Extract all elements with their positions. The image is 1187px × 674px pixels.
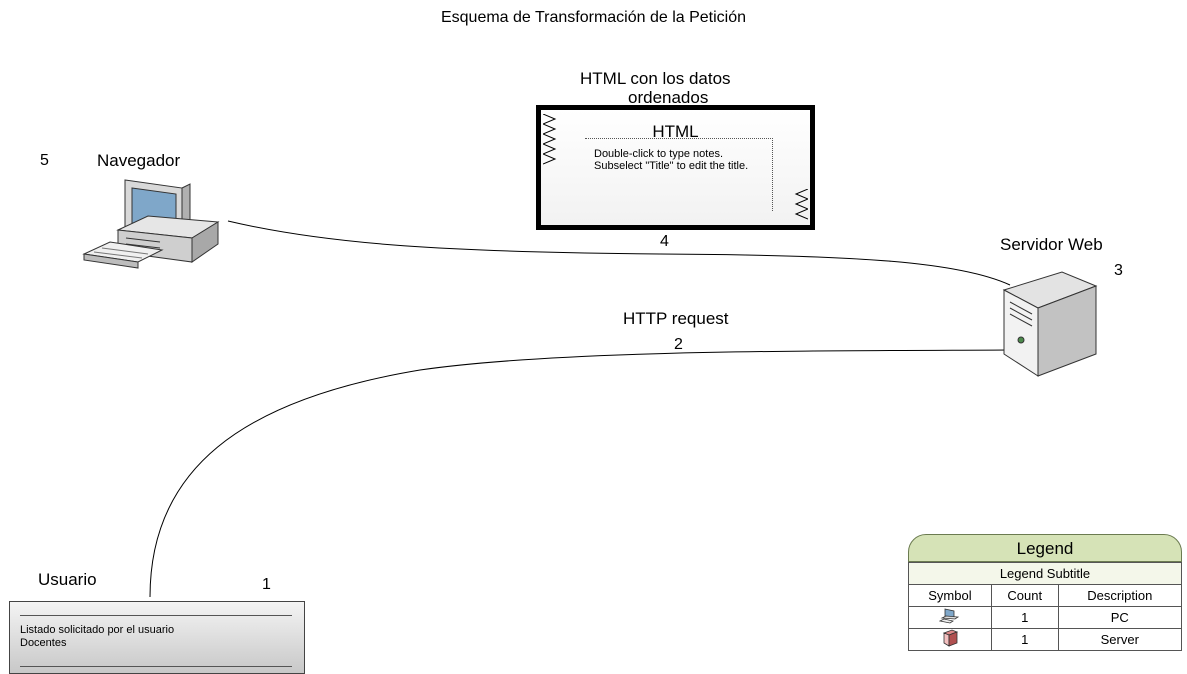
html-document-shape[interactable]: HTML Double-click to type notes. Subsele… bbox=[536, 105, 815, 230]
user-note-line2: Docentes bbox=[20, 637, 67, 649]
diagram-title: Esquema de Transformación de la Petición bbox=[440, 9, 747, 26]
html-doc-notes[interactable]: Double-click to type notes. Subselect "T… bbox=[585, 138, 773, 211]
pc-icon bbox=[938, 608, 960, 624]
legend[interactable]: Legend Legend Subtitle Symbol Count Desc… bbox=[908, 534, 1183, 651]
legend-row: 1 PC bbox=[908, 606, 1183, 629]
usuario-label: Usuario bbox=[38, 570, 97, 589]
legend-description: Server bbox=[1057, 628, 1183, 651]
legend-symbol-cell bbox=[908, 606, 992, 629]
server-icon bbox=[942, 629, 959, 647]
pc-icon[interactable] bbox=[80, 178, 222, 288]
user-note-text: Listado solicitado por el usuario Docent… bbox=[20, 624, 280, 650]
response-number: 4 bbox=[660, 233, 669, 250]
legend-row: 1 Server bbox=[908, 628, 1183, 651]
servidor-number: 3 bbox=[1114, 262, 1123, 279]
server-icon[interactable] bbox=[1000, 268, 1100, 380]
navegador-label: Navegador bbox=[97, 151, 181, 170]
legend-symbol-cell bbox=[908, 628, 992, 651]
user-note-box[interactable]: Listado solicitado por el usuario Docent… bbox=[9, 601, 305, 674]
request-label: HTTP request bbox=[623, 309, 729, 328]
html-caption-line2: ordenados bbox=[628, 88, 709, 107]
legend-col-description: Description bbox=[1057, 584, 1183, 607]
usuario-number: 1 bbox=[262, 576, 271, 593]
legend-subtitle: Legend Subtitle bbox=[908, 562, 1182, 585]
html-caption-line1: HTML con los datos bbox=[580, 69, 731, 88]
legend-col-symbol: Symbol bbox=[908, 584, 992, 607]
user-note-line1: Listado solicitado por el usuario bbox=[20, 624, 175, 636]
legend-col-count: Count bbox=[990, 584, 1059, 607]
legend-description: PC bbox=[1057, 606, 1183, 629]
html-doc-notes-text: Double-click to type notes. Subselect "T… bbox=[594, 148, 749, 172]
response-connector bbox=[227, 220, 1011, 286]
request-number: 2 bbox=[674, 336, 683, 353]
servidor-label: Servidor Web bbox=[1000, 235, 1103, 254]
legend-count: 1 bbox=[990, 606, 1059, 629]
document-tick-marks-left bbox=[543, 114, 557, 165]
document-tick-marks-right bbox=[794, 189, 808, 220]
legend-title: Legend bbox=[908, 534, 1182, 562]
legend-count: 1 bbox=[990, 628, 1059, 651]
html-doc-title[interactable]: HTML bbox=[652, 122, 699, 141]
navegador-number: 5 bbox=[40, 152, 49, 169]
user-note-inner: Listado solicitado por el usuario Docent… bbox=[20, 615, 292, 667]
request-connector bbox=[149, 349, 1011, 598]
legend-table: Legend Subtitle Symbol Count Description… bbox=[908, 562, 1183, 651]
